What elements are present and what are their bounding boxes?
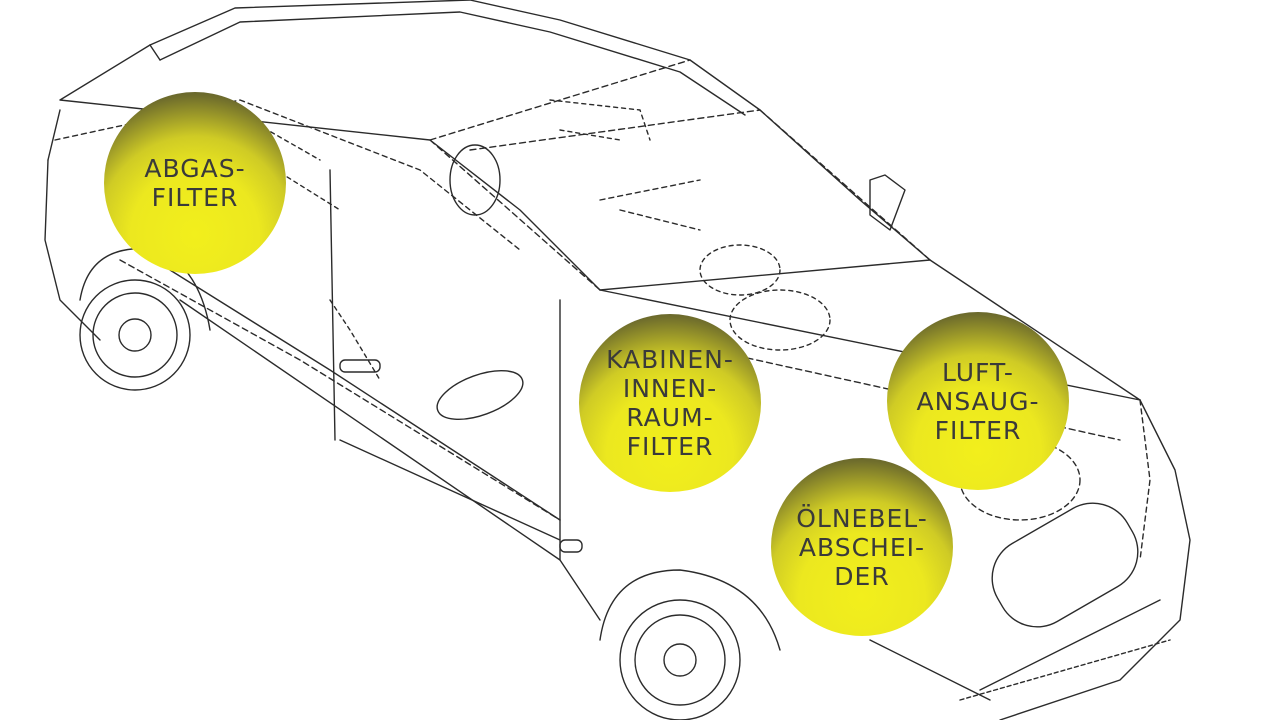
oil-mist-separator-label: ÖLNEBEL- ABSCHEI- DER <box>796 503 928 591</box>
oil-mist-separator-badge: ÖLNEBEL- ABSCHEI- DER <box>771 458 953 636</box>
air-intake-filter-label: LUFT- ANSAUG- FILTER <box>916 357 1040 445</box>
exhaust-filter-badge: ABGAS- FILTER <box>104 92 286 274</box>
cabin-filter-label: KABINEN- INNEN- RAUM- FILTER <box>606 345 734 461</box>
exhaust-filter-label: ABGAS- FILTER <box>144 154 246 212</box>
air-intake-filter-badge: LUFT- ANSAUG- FILTER <box>887 312 1069 490</box>
cabin-filter-badge: KABINEN- INNEN- RAUM- FILTER <box>579 314 761 492</box>
